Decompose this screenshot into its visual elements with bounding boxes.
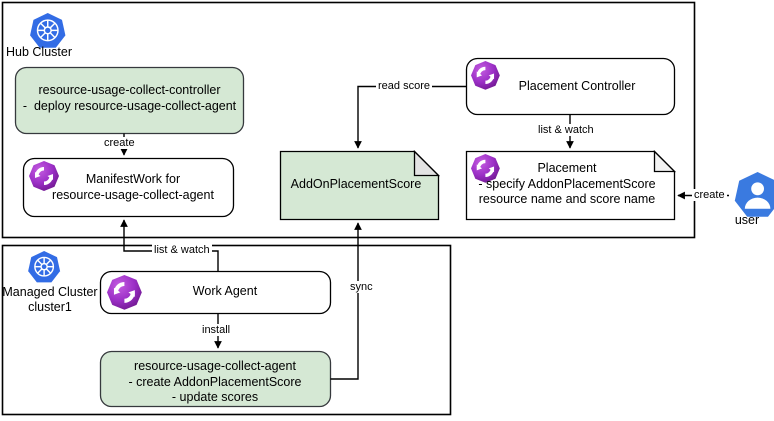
node-work-agent[interactable] <box>99 270 332 315</box>
zone-label-managed-cluster: Managed Cluster cluster1 <box>2 285 98 314</box>
ocm-sync-icon <box>471 61 500 90</box>
ocm-sync-icon <box>471 154 500 183</box>
edge-label-create: create <box>102 137 137 149</box>
node-resource-usage-collect-agent[interactable] <box>99 350 332 408</box>
edge-sync-path <box>330 222 362 380</box>
node-placement-controller[interactable] <box>465 57 676 116</box>
kubernetes-icon <box>28 251 61 283</box>
node-resource-usage-collect-controller[interactable] <box>14 66 245 135</box>
ocm-sync-icon <box>107 275 142 310</box>
edge-label-list-watch-placement: list & watch <box>536 124 596 136</box>
edge-label-install: install <box>200 324 233 336</box>
edge-label-sync: sync <box>348 281 375 293</box>
node-placement[interactable] <box>465 150 676 221</box>
kubernetes-icon <box>30 13 66 48</box>
edge-label-list-watch-work: list & watch <box>152 244 212 256</box>
addonplacementscore-fold <box>413 149 441 177</box>
placement-fold <box>653 149 677 173</box>
edge-label-read-score: read score <box>376 80 432 92</box>
zone-label-hub-cluster: Hub Cluster <box>6 45 72 59</box>
node-manifestwork[interactable] <box>22 157 235 218</box>
edge-label-create-user: create <box>692 189 727 201</box>
ocm-sync-icon <box>29 161 59 191</box>
node-addonplacementscore[interactable] <box>279 150 440 221</box>
user-icon[interactable] <box>734 172 774 217</box>
